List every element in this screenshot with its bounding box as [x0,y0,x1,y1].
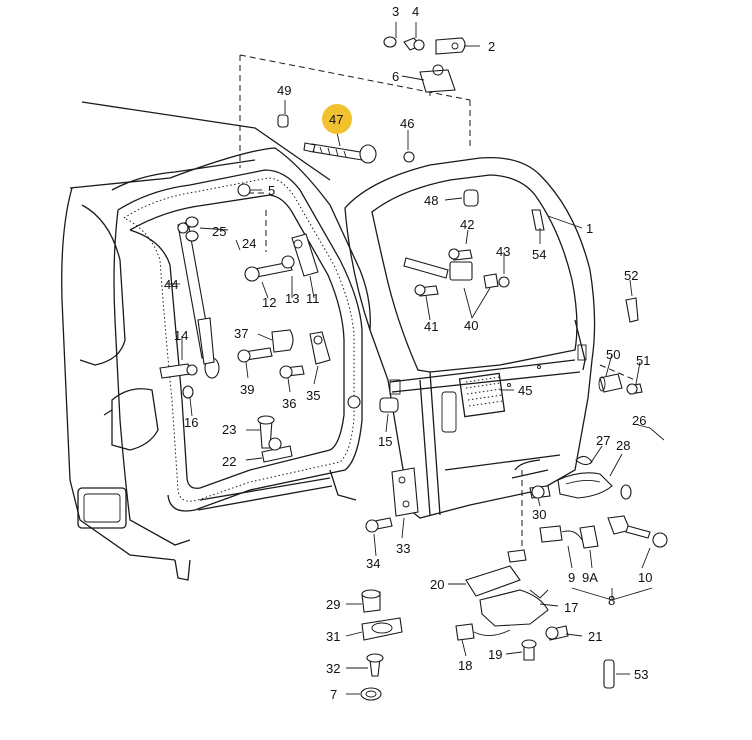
callout-25[interactable]: 25 [212,224,226,239]
callout-1[interactable]: 1 [586,221,593,236]
assembly-guides [239,54,636,560]
callout-37[interactable]: 37 [234,326,248,341]
callout-46[interactable]: 46 [400,116,414,131]
callout-6[interactable]: 6 [392,69,399,84]
callout-44[interactable]: 44 [164,277,178,292]
callout-45[interactable]: 45 [518,383,532,398]
part-gas-strut-right [303,142,377,164]
callout-23[interactable]: 23 [222,422,236,437]
callout-11[interactable]: 11 [306,291,320,306]
callout-42[interactable]: 42 [460,217,474,232]
part-gas-strut-left [177,221,220,379]
callout-49[interactable]: 49 [277,83,291,98]
part-small-fasteners [185,114,545,242]
tailgate [344,156,596,519]
part-hinge [383,36,466,93]
callout-7[interactable]: 7 [330,687,337,702]
callout-53[interactable]: 53 [634,667,648,682]
callout-4[interactable]: 4 [412,4,419,19]
callout-35[interactable]: 35 [306,388,320,403]
callout-9a[interactable]: 9A [582,570,598,585]
callout-26[interactable]: 26 [632,413,646,428]
callout-39[interactable]: 39 [240,382,254,397]
callout-24[interactable]: 24 [242,236,256,251]
callout-18[interactable]: 18 [458,658,472,673]
callout-33[interactable]: 33 [396,541,410,556]
callout-28[interactable]: 28 [616,438,630,453]
callout-13[interactable]: 13 [285,291,299,306]
callout-41[interactable]: 41 [424,319,438,334]
leader-lines [166,22,665,695]
callout-29[interactable]: 29 [326,597,340,612]
vehicle-body [61,101,371,581]
callout-31[interactable]: 31 [326,629,340,644]
part-lock-33 [365,467,419,533]
part-bracket-wiring [403,248,510,297]
callout-27[interactable]: 27 [596,433,610,448]
highlight-marker [322,104,352,134]
callout-22[interactable]: 22 [222,454,236,469]
callout-19[interactable]: 19 [488,647,502,662]
callout-3[interactable]: 3 [392,4,399,19]
callout-48[interactable]: 48 [424,193,438,208]
part-rod-53 [603,659,615,689]
callout-47[interactable]: 47 [329,112,343,127]
callout-54[interactable]: 54 [532,247,546,262]
callout-43[interactable]: 43 [496,244,510,259]
callout-36[interactable]: 36 [282,396,296,411]
callout-34[interactable]: 34 [366,556,380,571]
part-plate-light [360,589,403,701]
callout-21[interactable]: 21 [588,629,602,644]
part-handle-assembly [529,455,668,549]
callout-50[interactable]: 50 [606,347,620,362]
callout-32[interactable]: 32 [326,661,340,676]
part-52-50-51 [598,297,643,395]
callout-14[interactable]: 14 [174,328,188,343]
callout-15[interactable]: 15 [378,434,392,449]
callout-9[interactable]: 9 [568,570,575,585]
callout-2[interactable]: 2 [488,39,495,54]
callout-30[interactable]: 30 [532,507,546,522]
part-hinge-arm [244,233,319,282]
callout-52[interactable]: 52 [624,268,638,283]
callout-16[interactable]: 16 [184,415,198,430]
part-lock-striker [237,329,331,379]
part-lower-lock [455,549,569,661]
callout-8[interactable]: 8 [608,593,615,608]
callout-51[interactable]: 51 [636,353,650,368]
callout-40[interactable]: 40 [464,318,478,333]
part-bumpers [159,363,399,463]
callout-5[interactable]: 5 [268,183,275,198]
callout-12[interactable]: 12 [262,295,276,310]
callout-labels: 1 2 3 4 5 6 7 8 9 9A 10 11 12 13 14 15 1… [164,4,652,702]
callout-20[interactable]: 20 [430,577,444,592]
callout-10[interactable]: 10 [638,570,652,585]
callout-17[interactable]: 17 [564,600,578,615]
